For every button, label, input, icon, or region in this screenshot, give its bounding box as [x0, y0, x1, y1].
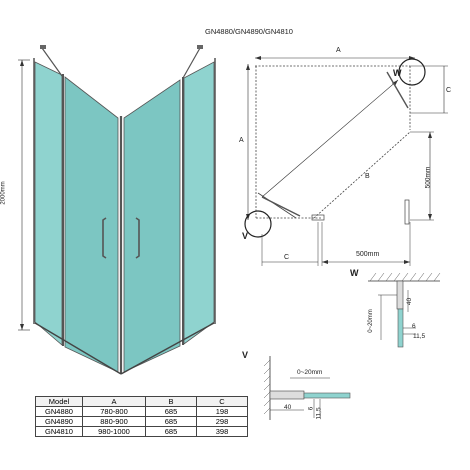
- cell-b: 685: [145, 406, 197, 417]
- detail-v-title: V: [242, 350, 249, 360]
- table-row: GN4890 880-900 685 298: [35, 416, 248, 427]
- cell-b: 685: [145, 416, 197, 427]
- plan-label-c-bottom: C: [284, 254, 290, 261]
- plan-label-a-left: A: [239, 137, 244, 144]
- spec-table: Model A B C GN4880 780-800 685 198 GN489…: [35, 396, 248, 437]
- plan-marker-v: V: [242, 231, 249, 241]
- table-row: GN4880 780-800 685 198: [35, 406, 248, 417]
- plan-marker-w: W: [393, 68, 402, 78]
- cell-c: 198: [196, 406, 248, 417]
- cell-c: 398: [196, 426, 248, 437]
- header-b: B: [145, 396, 197, 407]
- detail-w-dim-11-5: 11,5: [413, 333, 426, 340]
- right-door-panel: [123, 79, 181, 373]
- detail-v-dim-40: 40: [284, 404, 292, 411]
- plan-view-drawing: [244, 56, 448, 266]
- cell-b: 685: [145, 426, 197, 437]
- plan-label-a-top: A: [336, 47, 341, 54]
- cell-model: GN4880: [35, 406, 83, 417]
- detail-v-dim-6: 6: [307, 406, 315, 411]
- detail-v-dim-11-5: 11,5: [315, 407, 323, 420]
- cell-a: 880-900: [82, 416, 146, 427]
- models-title: GN4880/GN4890/GN4810: [205, 27, 293, 36]
- plan-label-b: B: [365, 173, 370, 180]
- spec-table-header: Model A B C: [35, 396, 248, 407]
- detail-v-dim-0-20: 0~20mm: [297, 369, 323, 376]
- front-view-drawing: [18, 45, 216, 375]
- cell-model: GN4890: [35, 416, 83, 427]
- header-c: C: [196, 396, 248, 407]
- cell-a: 780-800: [82, 406, 146, 417]
- detail-w-dim-6: 6: [412, 323, 416, 330]
- header-model: Model: [35, 396, 83, 407]
- table-row: GN4810 980-1000 685 398: [35, 426, 248, 437]
- marker-v-circle: [244, 210, 272, 238]
- header-a: A: [82, 396, 146, 407]
- cell-model: GN4810: [35, 426, 83, 437]
- detail-w-title: W: [350, 268, 359, 278]
- marker-w-circle: [398, 58, 426, 86]
- plan-label-c-right: C: [446, 87, 452, 94]
- cell-c: 298: [196, 416, 248, 427]
- plan-label-500-horizontal: 500mm: [356, 251, 380, 258]
- cell-a: 980-1000: [82, 426, 146, 437]
